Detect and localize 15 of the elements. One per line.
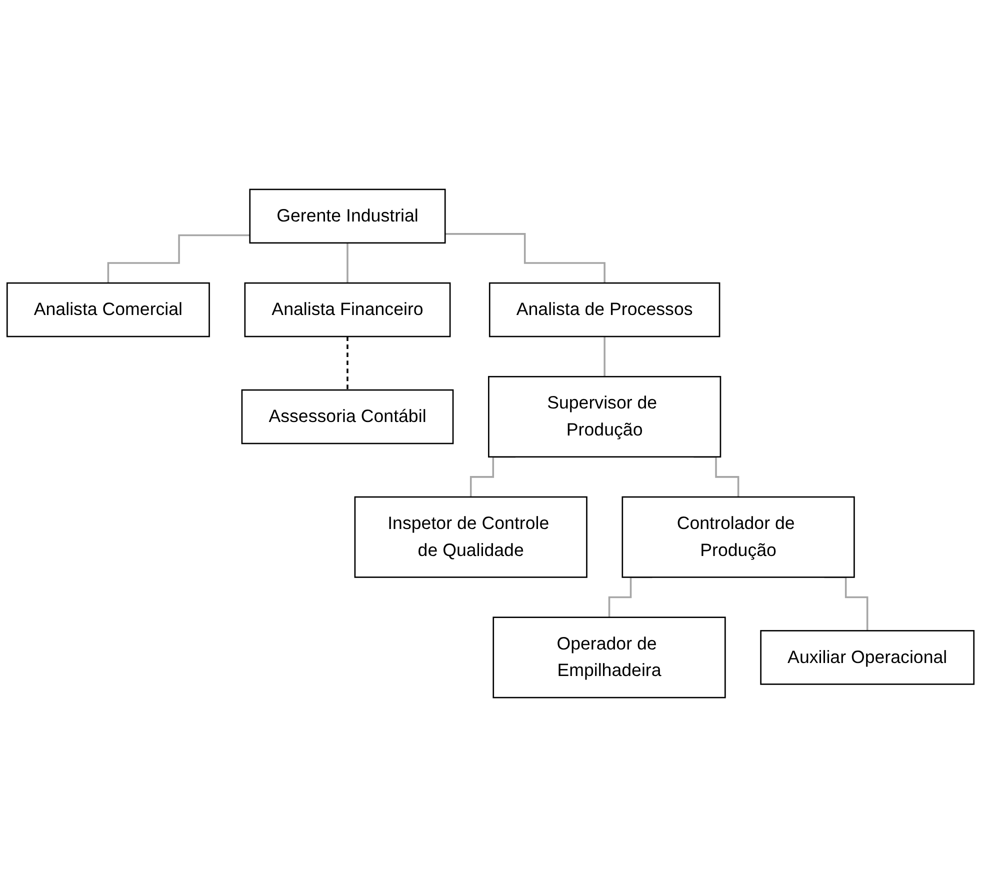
node-box: Analista Comercial	[6, 282, 210, 338]
node-box: Inspetor de Controle de Qualidade	[354, 496, 588, 578]
node-box: Auxiliar Operacional	[760, 630, 975, 685]
node-box: Analista Financeiro	[244, 282, 451, 338]
node-box: Assessoria Contábil	[241, 389, 454, 444]
node-box: Operador de Empilhadeira	[492, 616, 726, 698]
node-box: Gerente Industrial	[249, 188, 446, 244]
connector	[107, 234, 250, 284]
node-box: Analista de Processos	[488, 282, 720, 338]
connector	[445, 233, 606, 284]
connector	[346, 242, 348, 284]
connector	[346, 336, 348, 391]
node-box: Supervisor de Produção	[488, 376, 722, 458]
node-box: Controlador de Produção	[622, 496, 855, 578]
connector	[604, 336, 606, 378]
